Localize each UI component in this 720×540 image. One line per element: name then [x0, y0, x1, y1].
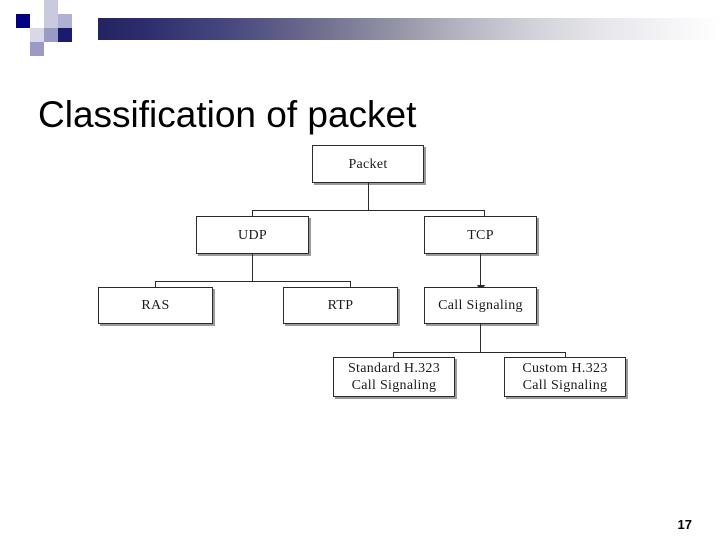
node-standard-h323-label: Standard H.323 — [347, 361, 441, 376]
deco-square-9 — [44, 28, 58, 42]
node-tcp-label: TCP — [467, 227, 494, 243]
deco-square-4 — [16, 14, 30, 28]
connector-callsig-to-standard — [393, 352, 394, 360]
node-ras-label: RAS — [141, 298, 170, 313]
page-number: 17 — [677, 517, 692, 532]
node-udp[interactable]: UDP — [196, 216, 309, 254]
node-rtp[interactable]: RTP — [283, 287, 398, 324]
deco-square-7 — [58, 14, 72, 28]
node-call-signaling[interactable]: Call Signaling — [424, 287, 537, 324]
connector-packet-to-tcp — [484, 210, 485, 218]
node-custom-h323[interactable]: Custom H.323 Call Signaling — [504, 357, 626, 397]
connector-udp-to-ras — [155, 281, 156, 289]
deco-square-11 — [30, 42, 44, 56]
deco-square-10 — [58, 28, 72, 42]
node-rtp-label: RTP — [327, 298, 354, 313]
deco-square-8 — [30, 28, 44, 42]
connector-tcp-to-callsig — [480, 254, 481, 287]
connector-udp-bar — [155, 281, 350, 282]
connector-callsig-stem — [480, 324, 481, 352]
node-standard-h323[interactable]: Standard H.323 Call Signaling — [333, 357, 455, 397]
node-call-signaling-label: Call Signaling — [438, 298, 523, 313]
node-custom-h323-label2: Call Signaling — [522, 378, 608, 393]
node-standard-h323-label2: Call Signaling — [351, 378, 437, 393]
connector-packet-stem — [368, 183, 369, 210]
deco-square-5 — [30, 14, 44, 28]
node-custom-h323-label: Custom H.323 — [522, 361, 608, 376]
deco-square-2 — [30, 0, 44, 14]
deco-square-1 — [16, 0, 30, 14]
header-decoration — [0, 0, 720, 56]
connector-callsig-bar — [393, 352, 565, 353]
node-udp-label: UDP — [238, 227, 267, 243]
connector-packet-bar — [252, 210, 484, 211]
deco-square-3 — [44, 0, 58, 14]
node-ras[interactable]: RAS — [98, 287, 213, 324]
node-packet-label: Packet — [348, 156, 388, 172]
connector-udp-stem — [252, 254, 253, 281]
connector-udp-to-rtp — [350, 281, 351, 289]
node-tcp[interactable]: TCP — [424, 216, 537, 254]
deco-square-6 — [44, 14, 58, 28]
page-title: Classification of packet — [38, 93, 417, 135]
connector-packet-to-udp — [252, 210, 253, 218]
connector-callsig-to-custom — [565, 352, 566, 360]
node-packet[interactable]: Packet — [312, 145, 424, 183]
gradient-bar — [98, 18, 720, 40]
